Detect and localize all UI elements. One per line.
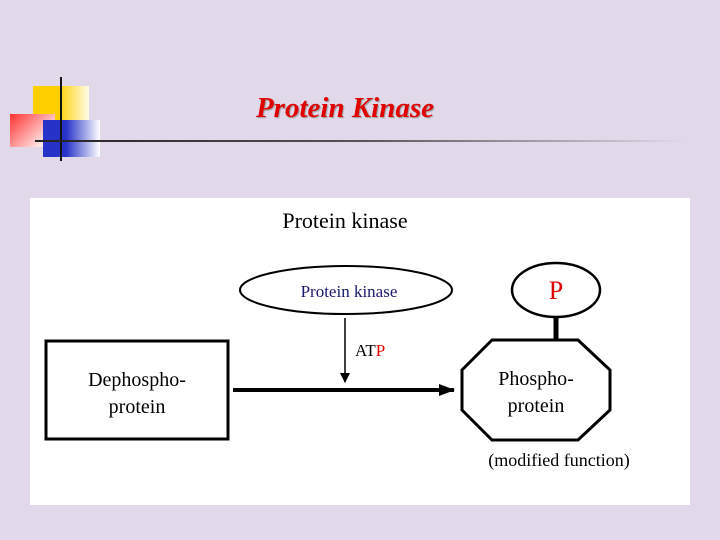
phosphate-label: P [549, 276, 563, 305]
enzyme-label: Protein kinase [301, 282, 398, 301]
protein-kinase-diagram: Protein kinase Protein kinase ATP Dephos… [44, 208, 630, 471]
product-line2: protein [508, 395, 565, 417]
substrate-box [44, 339, 230, 441]
phosphate-circle [510, 261, 602, 319]
diagram-title: Protein kinase [282, 208, 407, 233]
substrate-line1: Dephospho- [88, 369, 186, 391]
product-note: (modified function) [488, 450, 629, 471]
product-octagon [460, 338, 612, 442]
cofactor-label: ATP [355, 341, 385, 360]
title-underline [35, 140, 685, 142]
product-line1: Phospho- [498, 368, 574, 390]
substrate-line2: protein [109, 396, 166, 418]
slide-title: Protein Kinase [255, 92, 435, 124]
decor-vertical-line [60, 77, 62, 161]
decor-blue-square [43, 120, 100, 157]
enzyme-ellipse [239, 265, 453, 315]
diagram-panel: Protein kinase Protein kinase ATP Dephos… [30, 198, 690, 505]
